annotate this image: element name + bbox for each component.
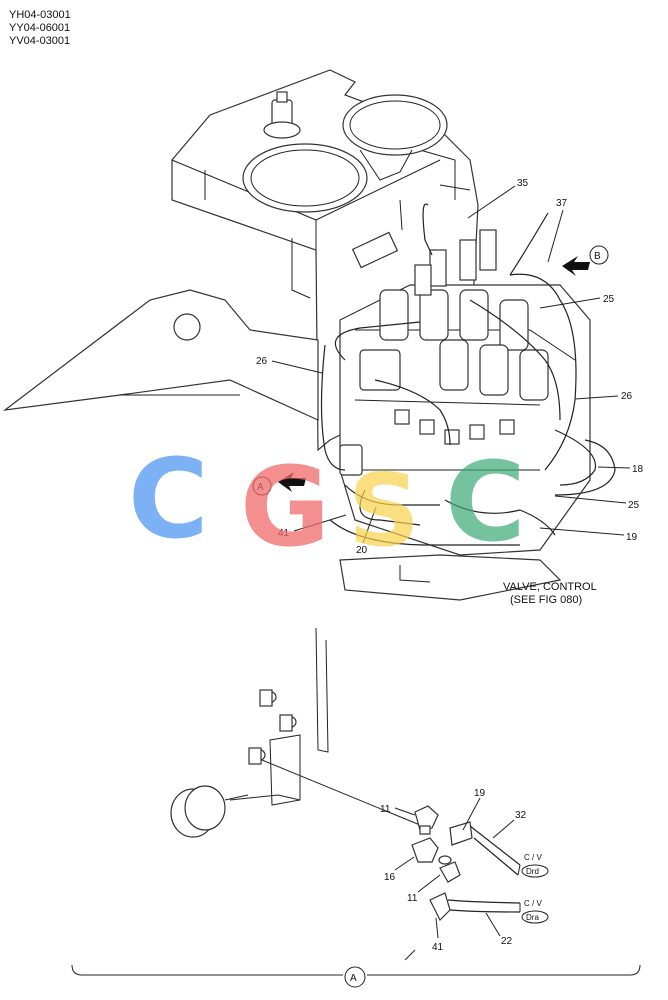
tank-cap-large — [242, 143, 368, 213]
watermark-letter-3: S — [348, 452, 420, 569]
callout-32: 32 — [515, 810, 527, 821]
hose-32 — [449, 821, 521, 876]
callout-19-upper: 19 — [626, 532, 638, 543]
view-marker-a-letter: A — [257, 482, 264, 493]
port-tag-dra-cv: C / V — [524, 899, 542, 908]
tank-cap-small — [342, 94, 448, 181]
callout-35: 35 — [517, 178, 529, 189]
callout-41-upper: 41 — [278, 528, 290, 539]
serial-number-3: YV04-03001 — [9, 35, 71, 47]
callout-41-detail: 41 — [432, 942, 444, 953]
fitting-tee — [411, 837, 452, 865]
caption-line2: (SEE FIG 080) — [510, 594, 582, 606]
detail-callouts: 11 19 32 16 11 41 22 — [380, 788, 527, 953]
boom-bracket — [2, 289, 319, 421]
callout-26-right: 26 — [621, 391, 633, 402]
hose-22 — [429, 892, 521, 922]
callout-19-detail: 19 — [474, 788, 486, 799]
serial-numbers: YH04-03001 YY04-06001 YV04-03001 — [9, 9, 71, 48]
detail-leader-line — [261, 759, 421, 826]
view-a-brace: A — [71, 964, 641, 988]
callout-20: 20 — [356, 545, 368, 556]
watermark-letter-2: G — [240, 443, 330, 571]
view-marker-a: A — [252, 472, 306, 496]
detail-bushings — [248, 689, 297, 765]
watermark: C G S C — [128, 435, 526, 571]
hose-assembly — [320, 203, 616, 546]
port-tag-drd-label: Drd — [526, 867, 539, 876]
view-marker-b: B — [562, 245, 609, 276]
serial-number-1: YH04-03001 — [9, 9, 71, 21]
port-tag-drd: C / V Drd — [521, 853, 549, 878]
upper-callouts: 35 37 25 26 26 18 25 19 41 20 — [256, 178, 644, 556]
fitting-elbow-upper — [414, 805, 439, 835]
detail-knob — [170, 785, 249, 838]
callout-11-upper: 11 — [380, 804, 391, 815]
serial-number-2: YY04-06001 — [9, 22, 71, 34]
breather-cap — [263, 91, 301, 139]
watermark-letter-1: C — [128, 435, 209, 563]
detail-frame — [229, 627, 416, 961]
watermark-letter-4: C — [445, 438, 526, 566]
port-tag-dra: C / V Dra — [521, 899, 549, 924]
control-valve-body — [339, 229, 591, 556]
caption-line1: VALVE, CONTROL — [503, 581, 597, 593]
view-a-brace-letter: A — [350, 973, 357, 984]
lower-frame — [339, 554, 562, 601]
callout-25-lower: 25 — [628, 500, 640, 511]
port-tag-drd-cv: C / V — [524, 853, 542, 862]
port-tag-dra-label: Dra — [526, 913, 539, 922]
callout-26-left: 26 — [256, 356, 268, 367]
fitting-elbow-lower — [439, 861, 461, 883]
callout-25-upper: 25 — [603, 294, 615, 305]
callout-18: 18 — [632, 464, 644, 475]
callout-22: 22 — [501, 936, 513, 947]
view-marker-b-letter: B — [594, 251, 601, 262]
callout-16: 16 — [384, 872, 396, 883]
callout-37: 37 — [556, 198, 568, 209]
callout-11-lower: 11 — [407, 893, 418, 904]
